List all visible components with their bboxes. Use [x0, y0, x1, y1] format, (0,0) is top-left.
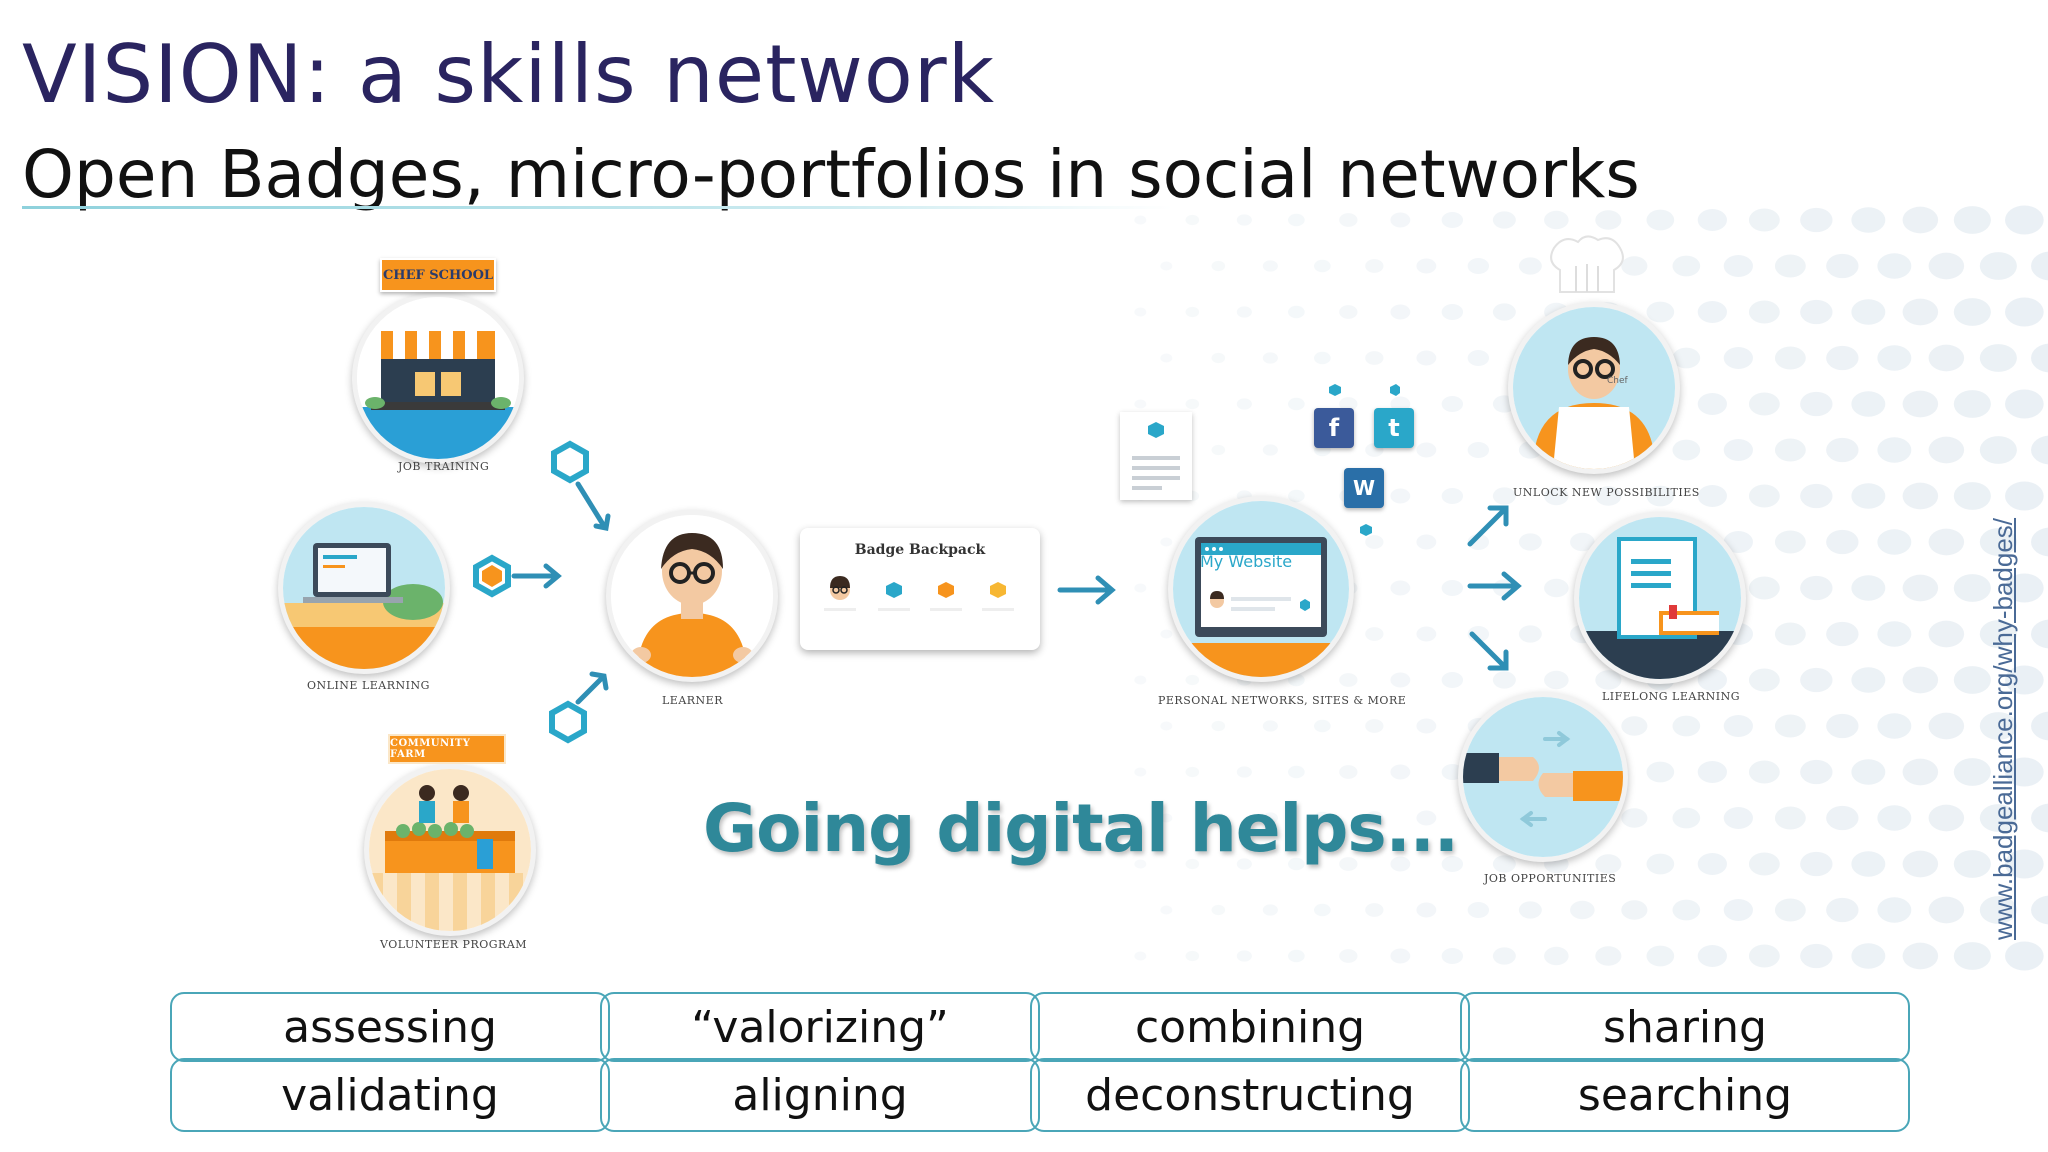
- lifelong-learning-label: LIFELONG LEARNING: [1602, 690, 1740, 703]
- volunteer-program-illustration: [364, 764, 536, 936]
- badge-backpack-title: Badge Backpack: [854, 542, 986, 558]
- arrow-to-networks: [1057, 575, 1116, 605]
- chef-apron-text: Chef: [1607, 376, 1628, 386]
- slide-subtitle: Open Badges, micro-portfolios in social …: [22, 136, 1640, 213]
- chef-hat: [1546, 232, 1628, 302]
- volunteer-program-label: VOLUNTEER PROGRAM: [380, 938, 528, 951]
- community-farm-sign: COMMUNITY FARM: [388, 734, 506, 764]
- social-badge-dots: [1329, 384, 1400, 536]
- arrows-to-outcomes: [1467, 505, 1522, 671]
- learner-illustration: [606, 510, 778, 682]
- badge-backpack-card: Badge Backpack: [800, 528, 1040, 650]
- online-learning-label: ONLINE LEARNING: [307, 679, 430, 692]
- going-digital-tagline: Going digital helps...: [703, 790, 1459, 867]
- grid-cell-validating: validating: [170, 1058, 610, 1132]
- capabilities-grid: assessing “valorizing” combining sharing…: [170, 992, 1910, 1140]
- online-learning-illustration: [278, 502, 450, 674]
- grid-cell-assessing: assessing: [170, 992, 610, 1062]
- job-training-illustration: [352, 292, 524, 464]
- grid-cell-searching: searching: [1460, 1058, 1910, 1132]
- grid-cell-combining: combining: [1030, 992, 1470, 1062]
- job-opportunities-illustration: [1458, 692, 1628, 862]
- my-website-text: My Website: [1200, 552, 1293, 571]
- personal-networks-illustration: [1168, 496, 1354, 682]
- slide-title: VISION: a skills network: [22, 28, 996, 121]
- lifelong-learning-illustration: [1574, 512, 1746, 684]
- job-opportunities-label: JOB OPPORTUNITIES: [1484, 872, 1617, 885]
- job-training-label: JOB TRAINING: [398, 460, 490, 473]
- unlock-possibilities-illustration: [1508, 302, 1680, 474]
- subtitle-underline: [22, 206, 1172, 209]
- grid-cell-valorizing: “valorizing”: [600, 992, 1040, 1062]
- grid-cell-aligning: aligning: [600, 1058, 1040, 1132]
- unlock-possibilities-label: UNLOCK NEW POSSIBILITIES: [1513, 486, 1700, 499]
- source-url-link[interactable]: www.badgealliance.org/why-badges/: [1988, 517, 2018, 940]
- learner-label: LEARNER: [662, 694, 723, 707]
- document-icon: [1120, 412, 1192, 500]
- grid-cell-deconstructing: deconstructing: [1030, 1058, 1470, 1132]
- facebook-icon: f: [1314, 408, 1354, 448]
- chef-school-sign: CHEF SCHOOL: [380, 258, 496, 292]
- badge-arrows-to-learner: [473, 440, 611, 744]
- wordpress-icon: w: [1344, 468, 1384, 508]
- grid-cell-sharing: sharing: [1460, 992, 1910, 1062]
- personal-networks-label: PERSONAL NETWORKS, SITES & MORE: [1158, 694, 1407, 707]
- twitter-icon: t: [1374, 408, 1414, 448]
